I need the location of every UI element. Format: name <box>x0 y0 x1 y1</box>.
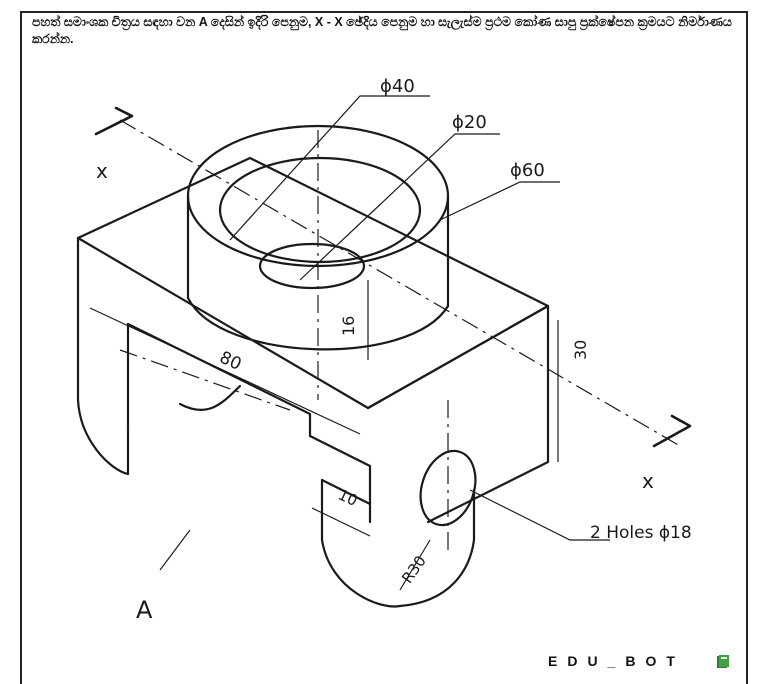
label-phi20: ϕ20 <box>452 112 487 133</box>
question-text: පහත් සමාංශක චිත්‍රය සඳහා වන A දෙසින් ඉදි… <box>32 15 732 46</box>
right-lug <box>320 478 476 608</box>
label-x-top: x <box>96 159 108 183</box>
boss-bore <box>258 242 366 290</box>
section-line-x <box>119 119 681 447</box>
center-line-lug <box>119 349 291 411</box>
label-phi60: ϕ60 <box>510 160 545 181</box>
book-icon <box>717 655 729 668</box>
boss-bottom <box>186 296 450 351</box>
brand-logo: EDU_BOT <box>548 653 685 669</box>
label-16: 16 <box>339 316 358 336</box>
label-x-bottom: x <box>642 469 654 493</box>
leader-r30 <box>399 539 431 591</box>
dim-80 <box>89 307 361 435</box>
label-phi40: ϕ40 <box>380 76 415 97</box>
left-lug <box>76 398 130 476</box>
label-30: 30 <box>571 340 590 360</box>
section-arrow-top <box>94 106 134 136</box>
slot-inner <box>308 434 372 524</box>
hole <box>419 449 477 527</box>
leader-holes <box>469 489 610 541</box>
slot-top <box>126 322 312 438</box>
arrow-a <box>159 529 191 571</box>
leader-phi60 <box>439 181 560 221</box>
dim-10 <box>311 507 371 537</box>
block-top-edge <box>76 156 550 410</box>
label-holes: 2 Holes ϕ18 <box>590 523 692 543</box>
label-view-a: A <box>136 596 153 624</box>
isometric-drawing: ϕ40 ϕ20 ϕ60 16 30 80 10 R30 2 Holes ϕ18 … <box>76 76 692 624</box>
boss-top-inner <box>218 156 422 264</box>
left-lug-inner <box>178 384 242 411</box>
block-right-face <box>366 304 550 524</box>
label-r30: R30 <box>398 552 430 587</box>
section-arrow-bottom <box>652 414 692 448</box>
leader-phi40 <box>229 95 430 241</box>
leader-phi20 <box>299 133 500 281</box>
question-frame <box>20 11 748 684</box>
right-lug-left <box>320 478 372 506</box>
